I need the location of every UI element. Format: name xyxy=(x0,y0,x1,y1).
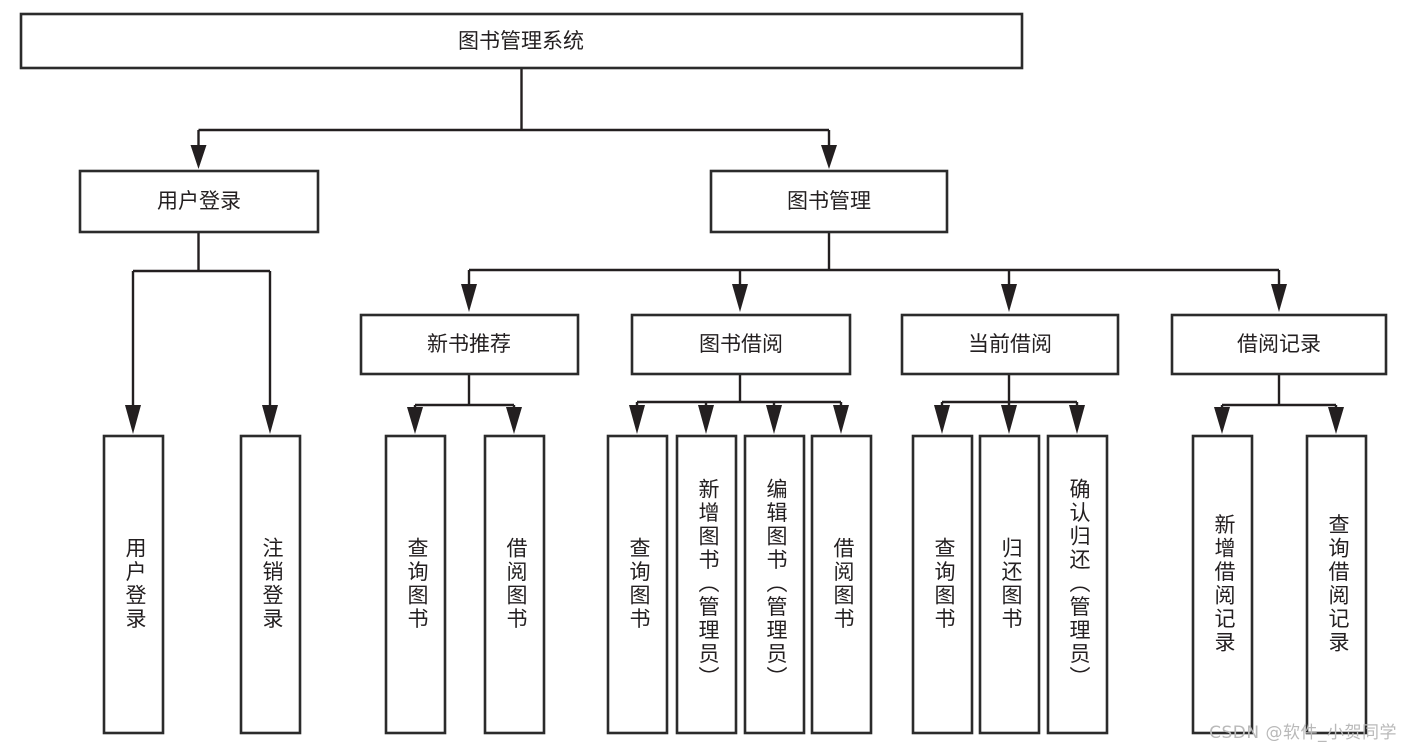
node-leaf-user-login-label: 用户登录 xyxy=(123,537,147,631)
node-leaf-query-record[interactable]: 查询借阅记录 xyxy=(1305,434,1368,735)
node-leaf-confirm-return[interactable]: 确认归还（管理员） xyxy=(1046,434,1109,735)
node-current-borrow-label: 当前借阅 xyxy=(968,332,1052,356)
node-root-label: 图书管理系统 xyxy=(458,29,584,53)
node-user-login-box[interactable] xyxy=(78,169,320,234)
arrowhead-borrow-record xyxy=(1271,284,1287,312)
arrowhead-leaf-user-logout xyxy=(262,405,278,434)
node-leaf-edit-book[interactable]: 编辑图书（管理员） xyxy=(743,434,806,735)
node-leaf-query-book-2-label: 查询图书 xyxy=(627,537,651,631)
node-borrow-record[interactable]: 借阅记录 xyxy=(1170,313,1388,376)
arrowhead-leaf-query-book-2 xyxy=(629,405,645,434)
arrowhead-leaf-confirm-return xyxy=(1069,405,1085,434)
arrowhead-leaf-user-login xyxy=(125,405,141,434)
arrowhead-leaf-return-book xyxy=(1001,405,1017,434)
node-leaf-add-book-label: 新增图书（管理员） xyxy=(696,478,720,690)
node-borrow-record-label: 借阅记录 xyxy=(1237,332,1321,356)
node-leaf-query-record-box[interactable] xyxy=(1305,434,1368,735)
node-leaf-user-logout-box[interactable] xyxy=(239,434,302,735)
connector-layer xyxy=(125,68,1344,434)
arrowhead-book-manage xyxy=(821,145,837,169)
arrowhead-leaf-query-record xyxy=(1328,407,1344,434)
node-leaf-return-book[interactable]: 归还图书 xyxy=(978,434,1041,735)
node-leaf-borrow-book-2-box[interactable] xyxy=(810,434,873,735)
node-leaf-add-book[interactable]: 新增图书（管理员） xyxy=(675,434,738,735)
node-leaf-query-book-3-label: 查询图书 xyxy=(932,537,956,631)
arrowhead-leaf-add-record xyxy=(1214,407,1230,434)
arrowhead-new-book-recommend xyxy=(461,284,477,312)
node-leaf-edit-book-label: 编辑图书（管理员） xyxy=(764,478,788,690)
node-root[interactable]: 图书管理系统 xyxy=(19,12,1024,70)
arrowhead-user-login xyxy=(190,145,207,169)
node-leaf-user-login-box[interactable] xyxy=(102,434,165,735)
arrowhead-book-borrow xyxy=(732,284,748,312)
node-leaf-query-book-2-box[interactable] xyxy=(606,434,669,735)
arrowhead-leaf-add-book xyxy=(698,405,714,434)
arrowhead-current-borrow xyxy=(1001,284,1017,312)
node-book-manage-box[interactable] xyxy=(709,169,949,234)
node-leaf-borrow-book-2-label: 借阅图书 xyxy=(831,537,855,631)
node-user-login-label: 用户登录 xyxy=(157,189,241,213)
node-new-book-recommend-box[interactable] xyxy=(359,313,580,376)
node-leaf-query-book-3-box[interactable] xyxy=(911,434,974,735)
node-new-book-recommend[interactable]: 新书推荐 xyxy=(359,313,580,376)
node-leaf-user-logout-label: 注销登录 xyxy=(260,537,284,631)
arrowhead-leaf-borrow-book-1 xyxy=(506,407,522,434)
arrowhead-leaf-query-book-3 xyxy=(934,405,950,434)
node-leaf-return-book-label: 归还图书 xyxy=(999,537,1023,631)
node-book-manage-label: 图书管理 xyxy=(787,189,871,213)
node-leaf-add-record-label: 新增借阅记录 xyxy=(1212,514,1236,655)
node-leaf-query-record-label: 查询借阅记录 xyxy=(1326,514,1350,655)
node-leaf-query-book-1-label: 查询图书 xyxy=(405,537,429,631)
arrowhead-leaf-edit-book xyxy=(766,405,782,434)
node-leaf-add-book-box[interactable] xyxy=(675,434,738,735)
node-book-borrow-label: 图书借阅 xyxy=(699,332,783,356)
node-leaf-confirm-return-label: 确认归还（管理员） xyxy=(1067,478,1091,690)
node-book-manage[interactable]: 图书管理 xyxy=(709,169,949,234)
node-new-book-recommend-label: 新书推荐 xyxy=(427,332,511,356)
node-leaf-query-book-3[interactable]: 查询图书 xyxy=(911,434,974,735)
node-leaf-return-book-box[interactable] xyxy=(978,434,1041,735)
node-borrow-record-box[interactable] xyxy=(1170,313,1388,376)
node-user-login[interactable]: 用户登录 xyxy=(78,169,320,234)
node-leaf-user-logout[interactable]: 注销登录 xyxy=(239,434,302,735)
node-book-borrow-box[interactable] xyxy=(630,313,852,376)
arrowhead-leaf-query-book-1 xyxy=(407,407,423,434)
node-leaf-confirm-return-box[interactable] xyxy=(1046,434,1109,735)
node-leaf-borrow-book-1-label: 借阅图书 xyxy=(504,537,528,631)
node-leaf-edit-book-box[interactable] xyxy=(743,434,806,735)
node-leaf-query-book-1-box[interactable] xyxy=(384,434,447,735)
node-leaf-query-book-1[interactable]: 查询图书 xyxy=(384,434,447,735)
node-current-borrow-box[interactable] xyxy=(900,313,1120,376)
node-leaf-add-record[interactable]: 新增借阅记录 xyxy=(1191,434,1254,735)
node-leaf-borrow-book-1-box[interactable] xyxy=(483,434,546,735)
node-leaf-user-login[interactable]: 用户登录 xyxy=(102,434,165,735)
node-book-borrow[interactable]: 图书借阅 xyxy=(630,313,852,376)
node-current-borrow[interactable]: 当前借阅 xyxy=(900,313,1120,376)
node-leaf-borrow-book-1[interactable]: 借阅图书 xyxy=(483,434,546,735)
node-leaf-add-record-box[interactable] xyxy=(1191,434,1254,735)
node-leaf-query-book-2[interactable]: 查询图书 xyxy=(606,434,669,735)
node-leaf-borrow-book-2[interactable]: 借阅图书 xyxy=(810,434,873,735)
node-root-box[interactable] xyxy=(19,12,1024,70)
arrowhead-leaf-borrow-book-2 xyxy=(833,405,849,434)
